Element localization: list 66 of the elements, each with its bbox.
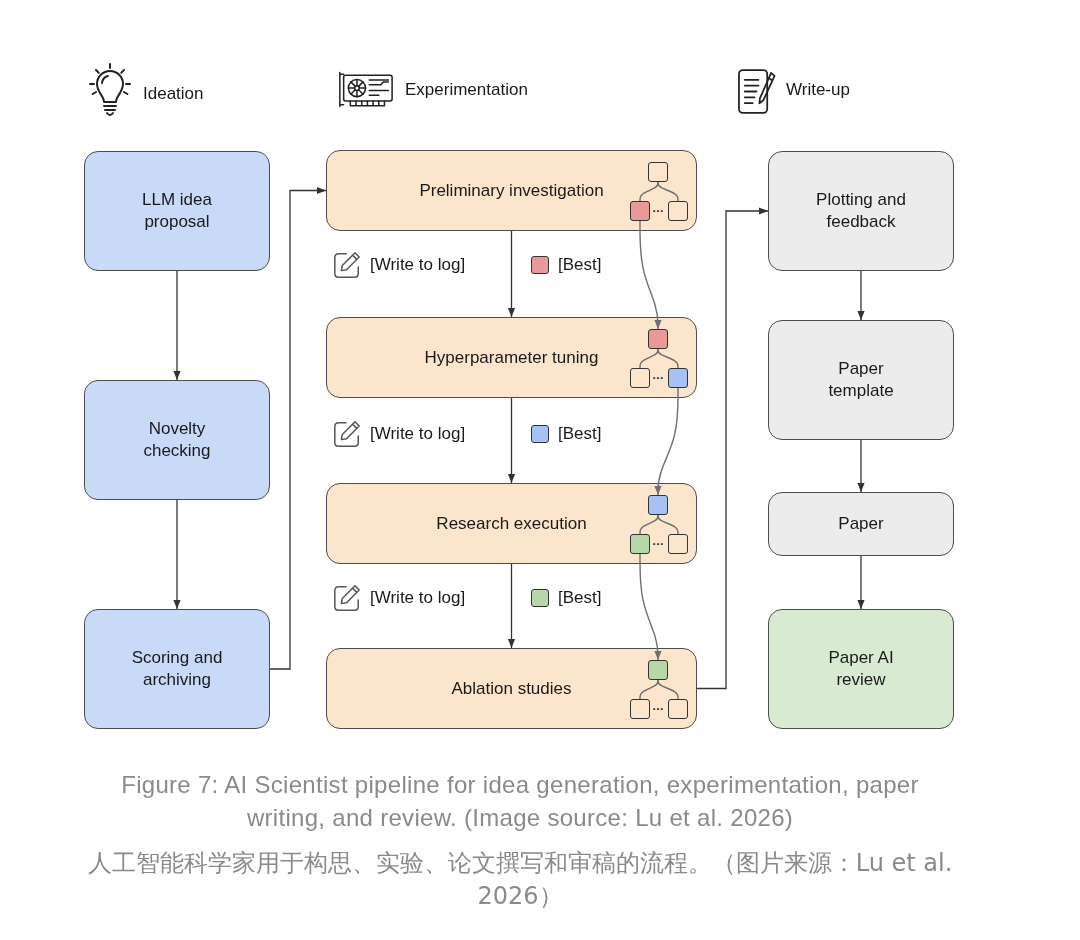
- step-name: Scoring and archiving: [130, 647, 224, 691]
- step-name: LLM idea proposal: [141, 189, 213, 233]
- step-name: Preliminary investigation: [419, 179, 604, 202]
- arrow: [857, 270, 865, 321]
- arrow: [654, 387, 679, 496]
- tree-node: [630, 699, 650, 719]
- step-name: Novelty checking: [142, 418, 212, 462]
- legend-text: [Best]: [558, 254, 602, 276]
- process-box: [84, 380, 270, 500]
- arrow: [696, 207, 769, 690]
- arrow: [507, 397, 516, 484]
- section-heading: Write-up: [786, 79, 850, 101]
- arrow: [269, 186, 327, 670]
- process-box: [84, 151, 270, 271]
- step-name: Paper: [838, 513, 884, 535]
- section-heading: Ideation: [143, 83, 204, 105]
- process-box: [326, 483, 697, 564]
- branch-line: [639, 679, 659, 700]
- arrow: [173, 499, 181, 610]
- branch-line: [639, 514, 659, 535]
- log-note: [Write to log]: [370, 423, 466, 445]
- tree-node: [648, 495, 668, 515]
- tree-node: [630, 534, 650, 554]
- arrow: [507, 230, 516, 318]
- process-box: [768, 609, 954, 729]
- arrow: [507, 563, 516, 649]
- arrow: [857, 439, 865, 493]
- branch-line: [657, 679, 679, 700]
- step-name: Paper AI review: [827, 647, 895, 691]
- arrow: [173, 270, 181, 381]
- step-name: Hyperparameter tuning: [424, 346, 599, 369]
- process-box: [326, 317, 697, 398]
- step-name: Paper template: [827, 358, 895, 402]
- process-box: [326, 150, 697, 231]
- log-note: [Write to log]: [370, 587, 466, 609]
- step-name: Research execution: [436, 512, 587, 535]
- translated-caption: 人工智能科学家用于构思、实验、论文撰写和审稿的流程。（图片来源：Lu et al. 2026）: [86, 848, 954, 912]
- arrow: [639, 220, 662, 330]
- figure-caption: Figure 7: AI Scientist pipeline for idea generation, experimentation, paper writing, and review. (Image source: Lu et al. 2026): [120, 770, 920, 833]
- arrow: [639, 553, 662, 661]
- tree-node: [668, 368, 688, 388]
- log-note: [Write to log]: [370, 254, 466, 276]
- tree-node: [648, 162, 668, 182]
- section-heading: Experimentation: [405, 79, 528, 101]
- tree-node: [668, 534, 688, 554]
- tree-node: [668, 699, 688, 719]
- tree-node: [630, 201, 650, 221]
- process-box: [768, 320, 954, 440]
- process-box: [326, 648, 697, 729]
- legend-text: [Best]: [558, 587, 602, 609]
- legend-text: [Best]: [558, 423, 602, 445]
- arrow: [857, 555, 865, 610]
- process-box: [768, 151, 954, 271]
- tree-node: [648, 660, 668, 680]
- branch-line: [657, 181, 679, 202]
- step-name: Plotting and feedback: [815, 189, 907, 233]
- branch-line: [639, 181, 659, 202]
- tree-node: [668, 201, 688, 221]
- process-box: [84, 609, 270, 729]
- branch-line: [657, 514, 679, 535]
- tree-node: [648, 329, 668, 349]
- process-box: [768, 492, 954, 556]
- step-name: Ablation studies: [451, 677, 572, 700]
- branch-line: [657, 348, 679, 369]
- tree-node: [630, 368, 650, 388]
- branch-line: [639, 348, 659, 369]
